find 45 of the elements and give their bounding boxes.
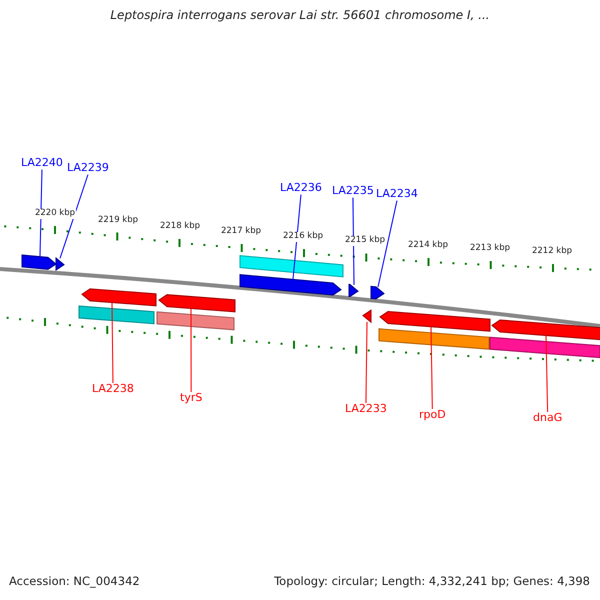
leader-line xyxy=(60,174,88,259)
gene-label: rpoD xyxy=(419,409,446,422)
scale-label: 2216 kbp xyxy=(282,232,324,242)
gene-feature xyxy=(158,294,236,312)
gene-label: tyrS xyxy=(180,392,202,405)
gene-label: LA2238 xyxy=(92,383,134,396)
gene-label: LA2235 xyxy=(332,185,374,198)
gene-feature xyxy=(491,319,600,341)
footer-text: Accession: NC_004342 xyxy=(9,575,140,588)
gene-feature xyxy=(379,310,490,332)
leader-line xyxy=(292,194,302,280)
gene-bar xyxy=(78,305,154,324)
gene-label: LA2234 xyxy=(376,188,418,201)
leader-line xyxy=(378,200,398,288)
gene-bar xyxy=(240,255,344,278)
gene-bar xyxy=(490,336,600,358)
scale-label: 2215 kbp xyxy=(344,236,386,246)
scale-label: 2212 kbp xyxy=(530,247,574,257)
gene-feature xyxy=(81,288,156,306)
scale-label: 2214 kbp xyxy=(406,241,450,251)
gene-bar xyxy=(378,328,490,350)
scale-label: 2213 kbp xyxy=(468,244,512,254)
gene-label: LA2233 xyxy=(345,403,387,416)
gene-feature xyxy=(348,284,359,298)
scale-label: 2218 kbp xyxy=(158,222,202,232)
leader-line xyxy=(430,326,433,410)
gene-label: LA2236 xyxy=(280,182,322,195)
gene-feature xyxy=(362,310,372,323)
gene-feature xyxy=(240,274,342,296)
leader-line xyxy=(546,335,548,412)
leader-line xyxy=(365,321,368,404)
leader-line xyxy=(352,197,354,286)
scale-label: 2217 kbp xyxy=(220,226,262,237)
gene-label: LA2239 xyxy=(67,162,109,175)
footer-text: Topology: circular; Length: 4,332,241 bp; Genes: 4,398 xyxy=(274,575,590,588)
gene-label: LA2240 xyxy=(21,157,63,170)
title: Leptospira interrogans serovar Lai str. 56601 chromosome I, ... xyxy=(109,9,491,23)
gene-feature xyxy=(370,286,385,300)
leader-line xyxy=(112,302,114,384)
gene-bar xyxy=(156,311,234,330)
leader-line xyxy=(190,308,192,392)
gene-label: dnaG xyxy=(533,412,562,425)
scale-label: 2220 kbp xyxy=(34,209,76,219)
scale-label: 2219 kbp xyxy=(96,216,140,226)
leader-line xyxy=(40,169,42,258)
